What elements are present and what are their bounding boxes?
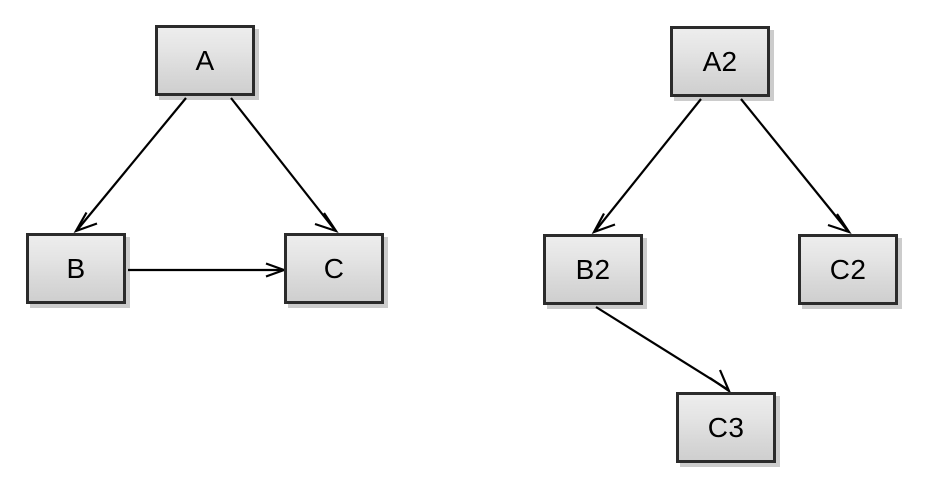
edge-a2-to-b2	[591, 98, 702, 235]
node-c2-label: C2	[829, 253, 867, 285]
edge-a-to-b	[73, 97, 187, 234]
edge-b-to-c	[128, 262, 288, 278]
node-b[interactable]: B	[26, 233, 126, 304]
node-a2[interactable]: A2	[670, 26, 770, 97]
edge-a2-to-c2	[740, 98, 852, 235]
node-b2[interactable]: B2	[543, 234, 643, 305]
node-b-label: B	[66, 252, 86, 284]
edge-a-to-c	[230, 97, 339, 234]
node-c3-label: C3	[707, 411, 745, 443]
node-c-label: C	[323, 252, 345, 284]
node-c2[interactable]: C2	[798, 234, 898, 305]
edge-b2-to-c3	[595, 306, 732, 395]
node-a-label: A	[195, 44, 215, 76]
node-a[interactable]: A	[155, 25, 255, 96]
node-c[interactable]: C	[284, 233, 384, 304]
node-a2-label: A2	[702, 45, 738, 77]
node-b2-label: B2	[575, 253, 611, 285]
node-c3[interactable]: C3	[676, 392, 776, 463]
